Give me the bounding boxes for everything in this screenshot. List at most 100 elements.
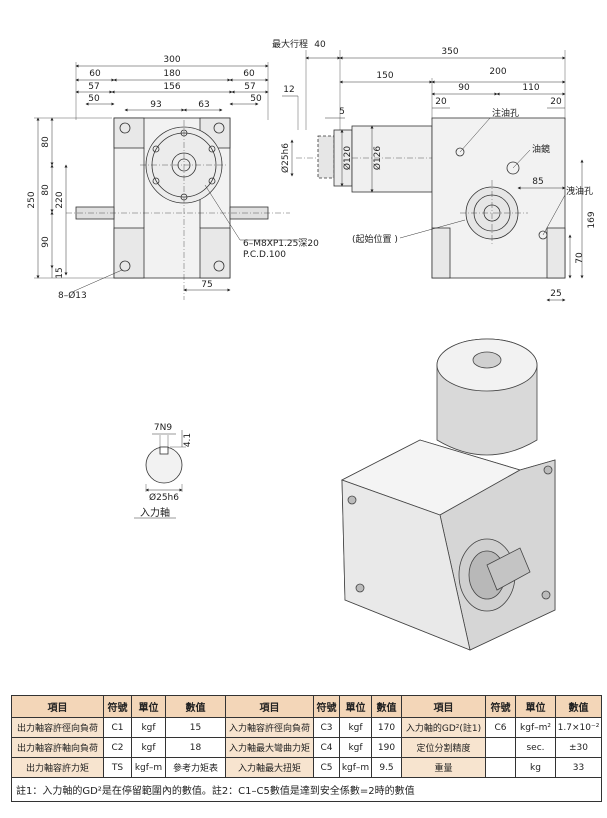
isometric-view xyxy=(340,338,556,651)
cell-item: 入力軸的GD²(註1) xyxy=(401,717,486,738)
dimension-labels: 300 60 180 60 156 57 57 50 93 63 50 250 … xyxy=(27,38,597,519)
dim-200: 200 xyxy=(489,67,506,77)
table-row: 出力軸容許徑向負荷 C1 kgf 15 入力軸容許徑向負荷 C3 kgf 170… xyxy=(11,717,602,738)
cell-item: 定位分割精度 xyxy=(401,737,486,758)
cell-item: 入力軸容許徑向負荷 xyxy=(225,717,314,738)
cell-item: 出力軸容許軸向負荷 xyxy=(11,737,104,758)
dim-50-left: 50 xyxy=(88,94,100,104)
input-shaft-label: 入力軸 xyxy=(140,506,170,519)
dim-90-side: 90 xyxy=(458,83,470,93)
cell-symbol: C3 xyxy=(313,717,340,738)
cell-value: 1.7×10⁻² xyxy=(555,717,602,738)
key-width: 7N9 xyxy=(154,423,172,433)
cell-symbol xyxy=(485,737,516,758)
cell-value: 170 xyxy=(371,717,402,738)
dim-75: 75 xyxy=(201,280,212,290)
cell-unit: kg xyxy=(515,757,556,778)
cell-unit: kgf xyxy=(131,717,166,738)
dim-15: 15 xyxy=(55,267,65,278)
cell-value: 190 xyxy=(371,737,402,758)
oil-gauge-label: 油鏡 xyxy=(532,143,550,155)
dim-57-right: 57 xyxy=(244,82,255,92)
dim-80-upper: 80 xyxy=(41,136,51,148)
dim-85: 85 xyxy=(532,177,543,187)
table-header-row: 項目 符號 單位 數值 項目 符號 單位 數值 項目 符號 單位 數值 xyxy=(11,695,602,718)
hole-note: 8–Ø13 xyxy=(58,290,87,301)
cell-symbol: C4 xyxy=(313,737,340,758)
start-position-label: (起始位置 ) xyxy=(352,233,398,245)
table-row: 出力軸容許力矩 TS kgf–m 參考力矩表 入力軸最大扭矩 C5 kgf–m … xyxy=(11,757,602,778)
dim-80-lower: 80 xyxy=(41,184,51,196)
side-view xyxy=(282,50,584,302)
header-symbol-3: 符號 xyxy=(485,695,516,718)
cell-symbol: C2 xyxy=(103,737,132,758)
oil-fill-label: 注油孔 xyxy=(492,107,519,119)
dim-50-right: 50 xyxy=(250,94,262,104)
table-note-row: 註1：入力軸的GD²是在停留範圍內的數值。註2：C1–C5數值是達到安全係數=2… xyxy=(11,777,602,802)
cell-unit: kgf–m xyxy=(339,757,372,778)
dim-250: 250 xyxy=(27,191,37,208)
header-value-3: 數值 xyxy=(555,695,602,718)
dim-57-left: 57 xyxy=(88,82,99,92)
cell-symbol xyxy=(485,757,516,778)
header-value-2: 數值 xyxy=(371,695,402,718)
cell-symbol: C6 xyxy=(485,717,516,738)
header-symbol-2: 符號 xyxy=(313,695,340,718)
dim-350: 350 xyxy=(441,47,458,57)
dim-63: 63 xyxy=(198,100,209,110)
cell-unit: kgf–m² xyxy=(515,717,556,738)
header-symbol-1: 符號 xyxy=(103,695,132,718)
header-item-2: 項目 xyxy=(225,695,314,718)
table-note: 註1：入力軸的GD²是在停留範圍內的數值。註2：C1–C5數值是達到安全係數=2… xyxy=(11,777,602,802)
dia-126: Ø126 xyxy=(372,146,383,171)
input-shaft-section xyxy=(134,430,186,519)
header-item-3: 項目 xyxy=(401,695,486,718)
cell-value: 參考力矩表 xyxy=(165,757,226,778)
cell-value: 18 xyxy=(165,737,226,758)
cell-unit: sec. xyxy=(515,737,556,758)
cell-item: 出力軸容許力矩 xyxy=(11,757,104,778)
cell-unit: kgf–m xyxy=(131,757,166,778)
dia-120: Ø120 xyxy=(342,146,353,171)
dim-20-right: 20 xyxy=(550,97,562,107)
cell-item: 入力軸最大彎曲力矩 xyxy=(225,737,314,758)
dim-60-right: 60 xyxy=(243,69,255,79)
dim-300: 300 xyxy=(163,55,180,65)
cell-symbol: C1 xyxy=(103,717,132,738)
cell-unit: kgf xyxy=(339,717,372,738)
front-view xyxy=(34,62,300,300)
header-item-1: 項目 xyxy=(11,695,104,718)
cell-unit: kgf xyxy=(339,737,372,758)
dim-90-left: 90 xyxy=(41,236,51,248)
header-value-1: 數值 xyxy=(165,695,226,718)
cell-symbol: TS xyxy=(103,757,132,778)
cell-value: 9.5 xyxy=(371,757,402,778)
dim-150: 150 xyxy=(376,71,393,81)
cell-symbol: C5 xyxy=(313,757,340,778)
max-stroke-label: 最大行程 xyxy=(272,38,308,50)
spec-table: 項目 符號 單位 數值 項目 符號 單位 數值 項目 符號 單位 數值 出力軸容… xyxy=(11,695,602,802)
cell-value: ±30 xyxy=(555,737,602,758)
oil-drain-label: 洩油孔 xyxy=(566,185,593,197)
shaft-diameter: Ø25h6 xyxy=(149,492,179,503)
bolt-note-2: P.C.D.100 xyxy=(243,250,286,260)
dim-110: 110 xyxy=(522,83,539,93)
table-row: 出力軸容許軸向負荷 C2 kgf 18 入力軸最大彎曲力矩 C4 kgf 190… xyxy=(11,737,602,758)
header-unit-2: 單位 xyxy=(339,695,372,718)
dim-5: 5 xyxy=(339,107,345,117)
dim-25: 25 xyxy=(550,289,561,299)
cell-unit: kgf xyxy=(131,737,166,758)
shaft-dia-label: Ø25h6 xyxy=(280,143,291,173)
cell-value: 33 xyxy=(555,757,602,778)
dim-20-left: 20 xyxy=(435,97,447,107)
dim-156: 156 xyxy=(163,82,180,92)
cell-value: 15 xyxy=(165,717,226,738)
dim-60-left: 60 xyxy=(89,69,101,79)
dim-180: 180 xyxy=(163,69,180,79)
header-unit-3: 單位 xyxy=(515,695,556,718)
cell-item: 入力軸最大扭矩 xyxy=(225,757,314,778)
dim-70: 70 xyxy=(575,252,585,264)
dim-169: 169 xyxy=(587,211,597,228)
dim-12: 12 xyxy=(283,85,294,95)
